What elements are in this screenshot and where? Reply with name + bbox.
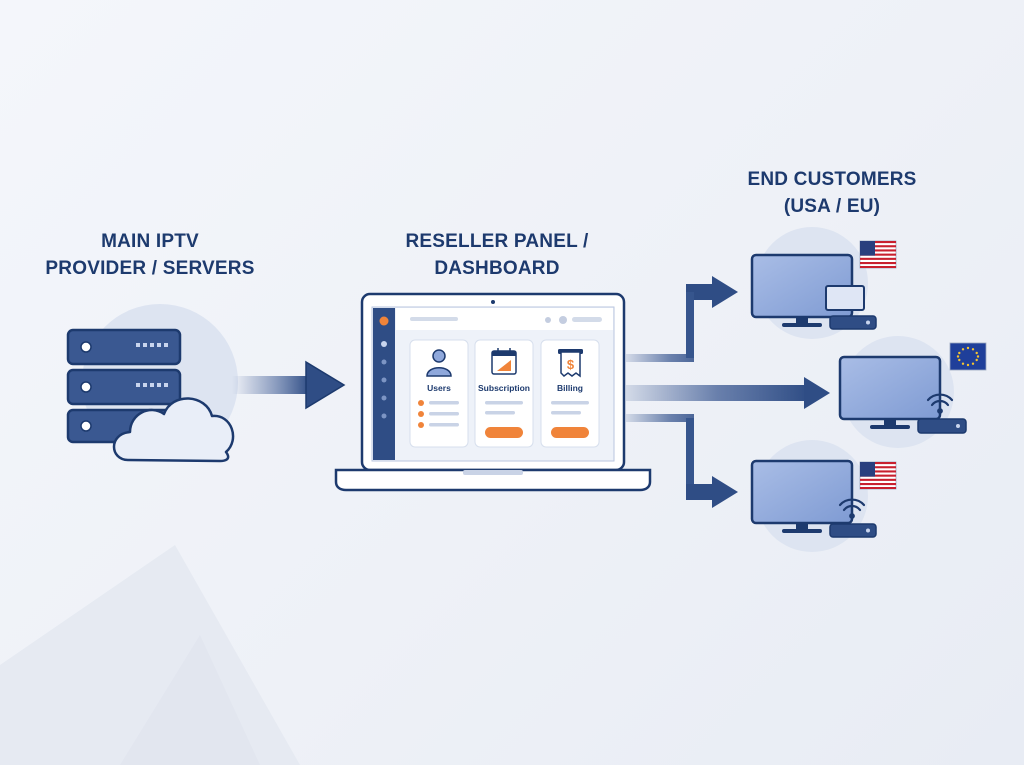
sidebar-nav-dot-4 [381, 395, 387, 401]
topbar-title-placeholder [410, 317, 458, 321]
arrow-to-customer-3 [626, 414, 738, 508]
server-unit-1 [66, 328, 182, 366]
sidebar-logo-dot [379, 316, 389, 326]
topbar-user-placeholder [572, 317, 602, 322]
sidebar-nav-dot-2 [381, 359, 387, 365]
us-flag-icon [859, 461, 897, 490]
laptop-dashboard: Users Subscription [334, 292, 652, 492]
wifi-icon [838, 498, 866, 519]
svg-text:$: $ [567, 357, 575, 372]
us-flag-icon [859, 240, 897, 269]
billing-action-button[interactable] [551, 427, 589, 438]
topbar-avatar [559, 316, 567, 324]
wifi-icon [926, 393, 954, 414]
receipt-dollar-icon: $ [558, 349, 583, 378]
provider-label: MAIN IPTV PROVIDER / SERVERS [30, 228, 270, 282]
sidebar-nav-dot-5 [381, 413, 387, 419]
sidebar-nav-dot-3 [381, 377, 387, 383]
subscription-card-title: Subscription [478, 383, 530, 393]
laptop-camera [491, 300, 495, 304]
cloud-icon [112, 397, 235, 463]
billing-card: $ Billing [540, 339, 600, 448]
laptop-trackpad-notch [463, 470, 523, 475]
customer-device-2 [838, 336, 987, 448]
device-2-set-top-box [917, 418, 967, 434]
arrow-provider-to-reseller [232, 360, 346, 410]
dashboard-topbar [396, 308, 613, 330]
billing-card-title: Billing [557, 383, 583, 393]
customers-label-line1: END CUSTOMERS [747, 169, 917, 190]
provider-server-group [66, 304, 238, 463]
device-1-tablet [825, 285, 865, 311]
arrow-to-customer-1 [626, 276, 738, 362]
device-1-set-top-box [829, 315, 877, 330]
reseller-label-line1: RESELLER PANEL / [405, 231, 589, 252]
server-unit-2 [66, 368, 182, 406]
subscription-card: Subscription [474, 339, 534, 448]
customer-device-1 [750, 227, 897, 339]
customers-label-line2: (USA / EU) [783, 196, 881, 217]
reseller-label-line2: DASHBOARD [434, 258, 560, 279]
users-card: Users [409, 339, 469, 448]
device-3-set-top-box [829, 523, 877, 538]
customer-device-3 [750, 440, 897, 552]
dashboard-sidebar [373, 308, 395, 460]
customers-label: END CUSTOMERS (USA / EU) [712, 166, 952, 220]
device-2-tv [838, 355, 942, 421]
reseller-label: RESELLER PANEL / DASHBOARD [382, 228, 612, 282]
provider-label-line2: PROVIDER / SERVERS [45, 258, 255, 279]
arrow-to-customer-2 [626, 377, 830, 409]
laptop-base [334, 468, 652, 492]
user-icon [426, 349, 452, 377]
subscription-action-button[interactable] [485, 427, 523, 438]
bell-icon [545, 317, 551, 323]
device-3-tv [750, 459, 854, 525]
eu-flag-icon [949, 342, 987, 371]
sidebar-nav-dot-1 [381, 341, 387, 347]
users-card-title: Users [427, 383, 451, 393]
calendar-chart-icon [491, 348, 517, 375]
provider-label-line1: MAIN IPTV [101, 231, 199, 252]
